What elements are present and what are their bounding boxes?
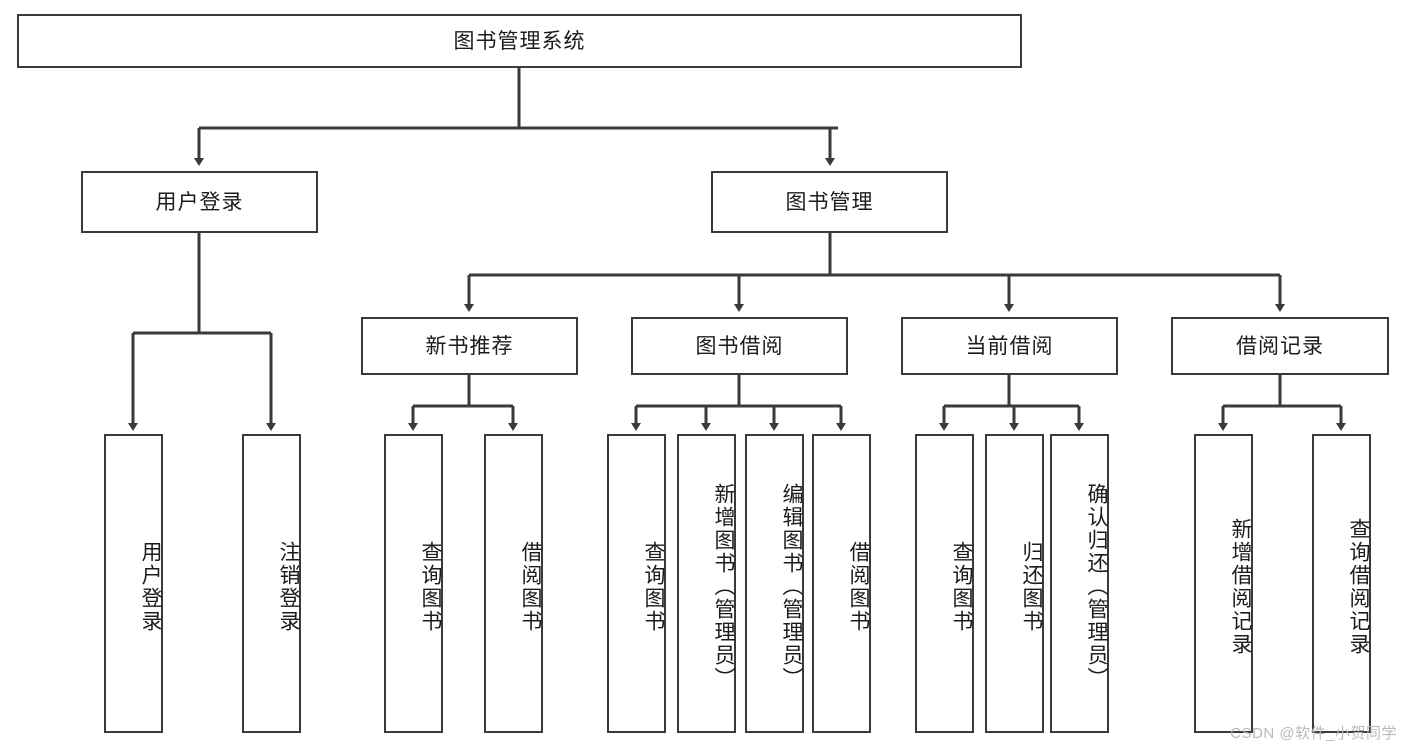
node-current-borrow[interactable]: 当前借阅 [901,317,1118,375]
leaf-query-book-2[interactable]: 查询图书 [607,434,666,733]
node-label: 查询图书 [642,540,665,633]
leaf-edit-book[interactable]: 编辑图书（管理员） [745,434,804,733]
leaf-add-book[interactable]: 新增图书（管理员） [677,434,736,733]
node-label: 归还图书 [1020,540,1043,633]
node-label: 借阅图书 [847,540,870,633]
node-user-login[interactable]: 用户登录 [81,171,318,233]
node-label: 确认归还（管理员） [1085,483,1108,690]
leaf-query-book-3[interactable]: 查询图书 [915,434,974,733]
node-book-borrow[interactable]: 图书借阅 [631,317,848,375]
leaf-return-book[interactable]: 归还图书 [985,434,1044,733]
node-label: 借阅记录 [1236,334,1324,358]
node-label: 图书管理系统 [453,29,586,53]
node-label: 查询图书 [419,540,442,633]
leaf-user-login[interactable]: 用户登录 [104,434,163,733]
leaf-add-record[interactable]: 新增借阅记录 [1194,434,1253,733]
node-label: 用户登录 [139,540,162,633]
node-label: 用户登录 [155,190,244,214]
node-book-management[interactable]: 图书管理 [711,171,948,233]
leaf-borrow-book-1[interactable]: 借阅图书 [484,434,543,733]
node-root-book-management-system[interactable]: 图书管理系统 [17,14,1022,68]
leaf-borrow-book-2[interactable]: 借阅图书 [812,434,871,733]
node-label: 新增图书（管理员） [712,483,735,690]
node-label: 查询图书 [950,540,973,633]
node-label: 编辑图书（管理员） [780,483,803,690]
node-label: 借阅图书 [519,540,542,633]
node-borrow-record[interactable]: 借阅记录 [1171,317,1389,375]
leaf-logout-login[interactable]: 注销登录 [242,434,301,733]
leaf-query-book-1[interactable]: 查询图书 [384,434,443,733]
node-label: 注销登录 [277,540,300,633]
leaf-confirm-return[interactable]: 确认归还（管理员） [1050,434,1109,733]
node-label: 图书管理 [785,190,874,214]
node-new-book-recommend[interactable]: 新书推荐 [361,317,578,375]
node-label: 查询借阅记录 [1347,517,1370,656]
node-label: 新增借阅记录 [1229,517,1252,656]
leaf-query-record[interactable]: 查询借阅记录 [1312,434,1371,733]
node-label: 当前借阅 [965,334,1054,358]
node-label: 图书借阅 [695,334,784,358]
node-label: 新书推荐 [425,334,514,358]
csdn-watermark: CSDN @软件_小贺同学 [1230,725,1397,742]
